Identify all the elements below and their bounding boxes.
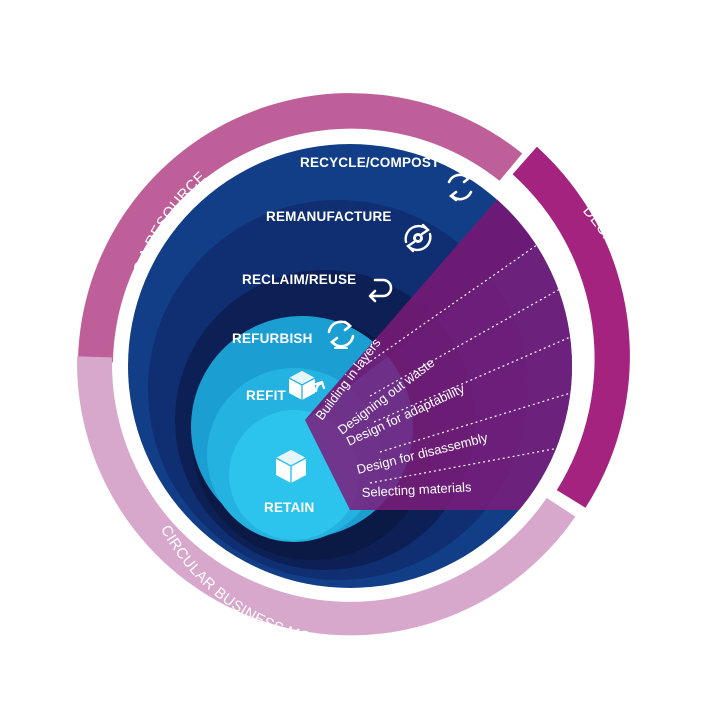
waste-ring: [77, 93, 523, 368]
principle-selecting-materials: Selecting materials: [361, 479, 472, 500]
refurbish-cycle-icon: [327, 320, 355, 349]
business-ring: [77, 356, 576, 636]
design-ring: [512, 146, 630, 508]
layer-label-remanufacture: REMANUFACTURE: [266, 209, 392, 224]
principles-wedge: [305, 165, 572, 510]
gear-cycle-icon: [404, 223, 432, 253]
layer-label-refit: REFIT: [246, 388, 287, 403]
layer-label-reclaim: RECLAIM/REUSE: [242, 272, 356, 287]
u-turn-arrow-icon: [368, 278, 393, 303]
layer-label-refurbish: REFURBISH: [232, 331, 313, 346]
layer-label-retain: RETAIN: [264, 500, 314, 515]
cube-arrow-icon: [288, 371, 326, 400]
layer-label-recycle: RECYCLE/COMPOST: [300, 155, 440, 170]
recycle-arrows-icon: [447, 172, 473, 202]
principle-dividers: [357, 232, 581, 484]
cube-icon: [275, 450, 307, 483]
